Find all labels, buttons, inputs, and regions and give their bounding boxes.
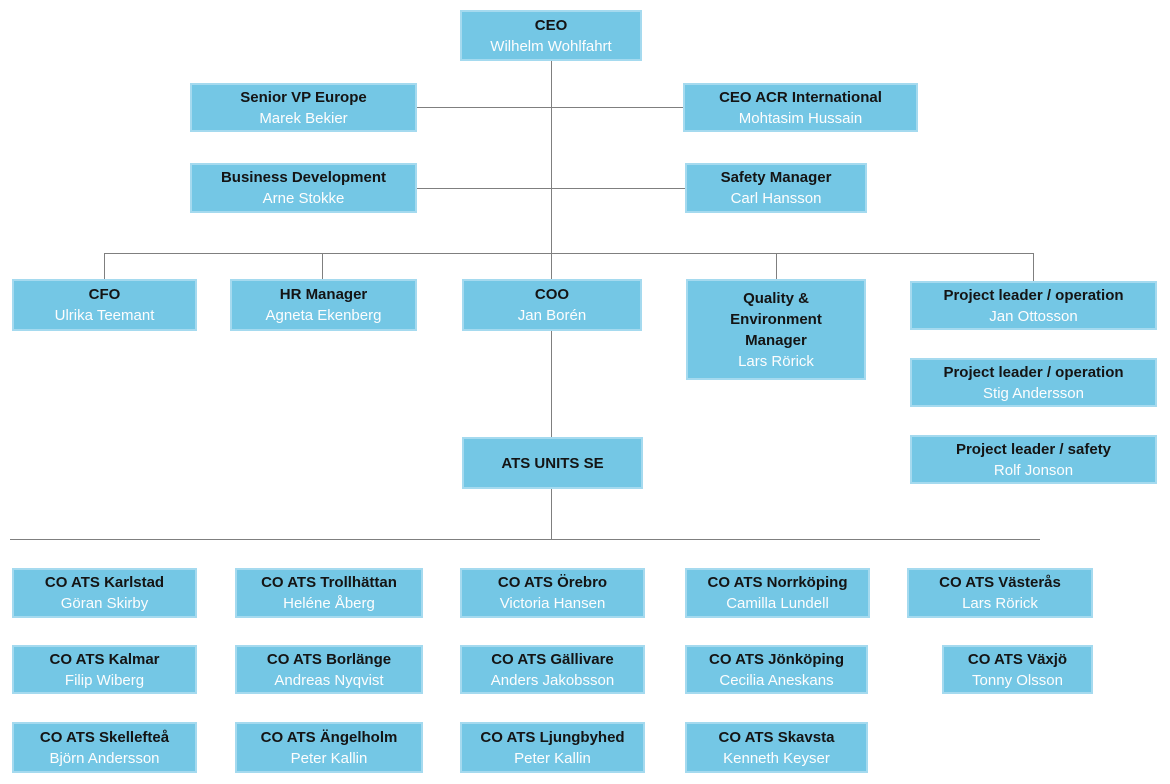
node-title: Project leader / safety: [955, 440, 1112, 458]
org-node-co-ats-norrkoping: CO ATS Norrköping Camilla Lundell: [685, 568, 870, 618]
node-title: CO ATS Gällivare: [491, 650, 614, 668]
connector-bottom-horizontal: [10, 539, 1040, 540]
org-node-co-ats-vaxjo: CO ATS Växjö Tonny Olsson: [942, 645, 1093, 694]
node-title: CFO: [88, 286, 121, 303]
org-node-co-ats-orebro: CO ATS Örebro Victoria Hansen: [460, 568, 645, 618]
node-title: CO ATS Karlstad: [44, 574, 165, 591]
node-title: CO ATS Växjö: [967, 650, 1068, 668]
node-person: Stig Andersson: [983, 384, 1084, 402]
org-node-safety-manager: Safety Manager Carl Hansson: [685, 163, 867, 213]
node-person: Ulrika Teemant: [54, 307, 155, 324]
node-title: CO ATS Ljungbyhed: [480, 728, 625, 746]
org-node-ats-units-se: ATS UNITS SE: [462, 437, 643, 489]
node-title: CO ATS Borlänge: [266, 650, 392, 668]
node-title: HR Manager: [279, 286, 368, 303]
org-node-project-leader-safety: Project leader / safety Rolf Jonson: [910, 435, 1157, 484]
node-person: Arne Stokke: [262, 190, 345, 207]
node-person: Agneta Ekenberg: [265, 307, 382, 324]
node-title: Safety Manager: [720, 169, 832, 186]
connector-stub-hr: [322, 253, 323, 279]
node-title: Senior VP Europe: [240, 88, 367, 106]
org-node-co-ats-skavsta: CO ATS Skavsta Kenneth Keyser: [685, 722, 868, 773]
node-person: Rolf Jonson: [993, 461, 1074, 479]
node-person: Peter Kallin: [290, 749, 368, 767]
org-node-senior-vp-europe: Senior VP Europe Marek Bekier: [190, 83, 417, 132]
org-node-co-ats-angelholm: CO ATS Ängelholm Peter Kallin: [235, 722, 423, 773]
node-person: Cecilia Aneskans: [719, 671, 834, 689]
connector-coo-to-ats: [551, 331, 552, 437]
node-person: Filip Wiberg: [64, 671, 145, 689]
node-person: Jan Borén: [517, 307, 587, 324]
connector-stub-quality: [776, 253, 777, 279]
node-title: CEO: [534, 16, 568, 34]
node-title: Project leader / operation: [943, 286, 1124, 304]
node-title: COO: [534, 286, 570, 303]
node-title: CEO ACR International: [719, 88, 882, 106]
node-title: CO ATS Ängelholm: [260, 728, 398, 746]
node-title: CO ATS Trollhättan: [261, 574, 397, 591]
node-title: Project leader / operation: [943, 363, 1124, 381]
node-person: Peter Kallin: [514, 749, 591, 767]
node-title: ATS UNITS SE: [501, 454, 604, 472]
node-person: Marek Bekier: [259, 109, 348, 127]
node-title: Quality & Environment Manager: [730, 289, 822, 349]
node-person: Björn Andersson: [49, 749, 160, 767]
node-person: Carl Hansson: [730, 190, 822, 207]
node-person: Mohtasim Hussain: [738, 109, 863, 127]
org-node-coo: COO Jan Borén: [462, 279, 642, 331]
node-title: CO ATS Norrköping: [707, 574, 848, 591]
node-person: Victoria Hansen: [499, 595, 606, 612]
node-title: CO ATS Kalmar: [49, 650, 160, 668]
node-person: Andreas Nyqvist: [274, 671, 384, 689]
org-node-ceo: CEO Wilhelm Wohlfahrt: [460, 10, 642, 61]
org-node-hr-manager: HR Manager Agneta Ekenberg: [230, 279, 417, 331]
org-node-co-ats-trollhattan: CO ATS Trollhättan Heléne Åberg: [235, 568, 423, 618]
connector-level3-horizontal: [417, 188, 685, 189]
node-title: CO ATS Skavsta: [718, 728, 835, 746]
node-person: Kenneth Keyser: [723, 749, 830, 767]
node-title: Business Development: [220, 169, 387, 186]
node-person: Tonny Olsson: [972, 671, 1063, 689]
org-node-project-leader-operation-2: Project leader / operation Stig Andersso…: [910, 358, 1157, 407]
node-title: CO ATS Skellefteå: [39, 728, 170, 746]
org-node-project-leader-operation-1: Project leader / operation Jan Ottosson: [910, 281, 1157, 330]
org-node-co-ats-ljungbyhed: CO ATS Ljungbyhed Peter Kallin: [460, 722, 645, 773]
node-person: Jan Ottosson: [989, 307, 1078, 325]
org-node-co-ats-jonkoping: CO ATS Jönköping Cecilia Aneskans: [685, 645, 868, 694]
org-node-quality-environment-manager: Quality & Environment Manager Lars Röric…: [686, 279, 866, 380]
org-node-co-ats-gallivare: CO ATS Gällivare Anders Jakobsson: [460, 645, 645, 694]
connector-trunk-vertical: [551, 61, 552, 279]
node-title: CO ATS Örebro: [497, 574, 608, 591]
org-node-co-ats-skelleftea: CO ATS Skellefteå Björn Andersson: [12, 722, 197, 773]
node-person: Wilhelm Wohlfahrt: [490, 37, 612, 55]
org-node-co-ats-karlstad: CO ATS Karlstad Göran Skirby: [12, 568, 197, 618]
org-node-ceo-acr-international: CEO ACR International Mohtasim Hussain: [683, 83, 918, 132]
node-person: Heléne Åberg: [283, 595, 375, 612]
org-node-co-ats-kalmar: CO ATS Kalmar Filip Wiberg: [12, 645, 197, 694]
node-title: CO ATS Jönköping: [709, 650, 844, 668]
node-title: CO ATS Västerås: [939, 574, 1061, 591]
node-person: Anders Jakobsson: [490, 671, 615, 689]
node-person: Lars Rörick: [738, 352, 814, 370]
connector-stub-project-leader: [1033, 253, 1034, 281]
org-node-business-development: Business Development Arne Stokke: [190, 163, 417, 213]
node-person: Göran Skirby: [60, 595, 149, 612]
org-node-cfo: CFO Ulrika Teemant: [12, 279, 197, 331]
connector-level4-horizontal: [104, 253, 1033, 254]
org-node-co-ats-vasteras: CO ATS Västerås Lars Rörick: [907, 568, 1093, 618]
node-person: Lars Rörick: [962, 595, 1038, 612]
node-person: Camilla Lundell: [726, 595, 829, 612]
connector-ats-down: [551, 489, 552, 539]
connector-stub-cfo: [104, 253, 105, 279]
connector-level2-horizontal: [417, 107, 683, 108]
org-node-co-ats-borlange: CO ATS Borlänge Andreas Nyqvist: [235, 645, 423, 694]
